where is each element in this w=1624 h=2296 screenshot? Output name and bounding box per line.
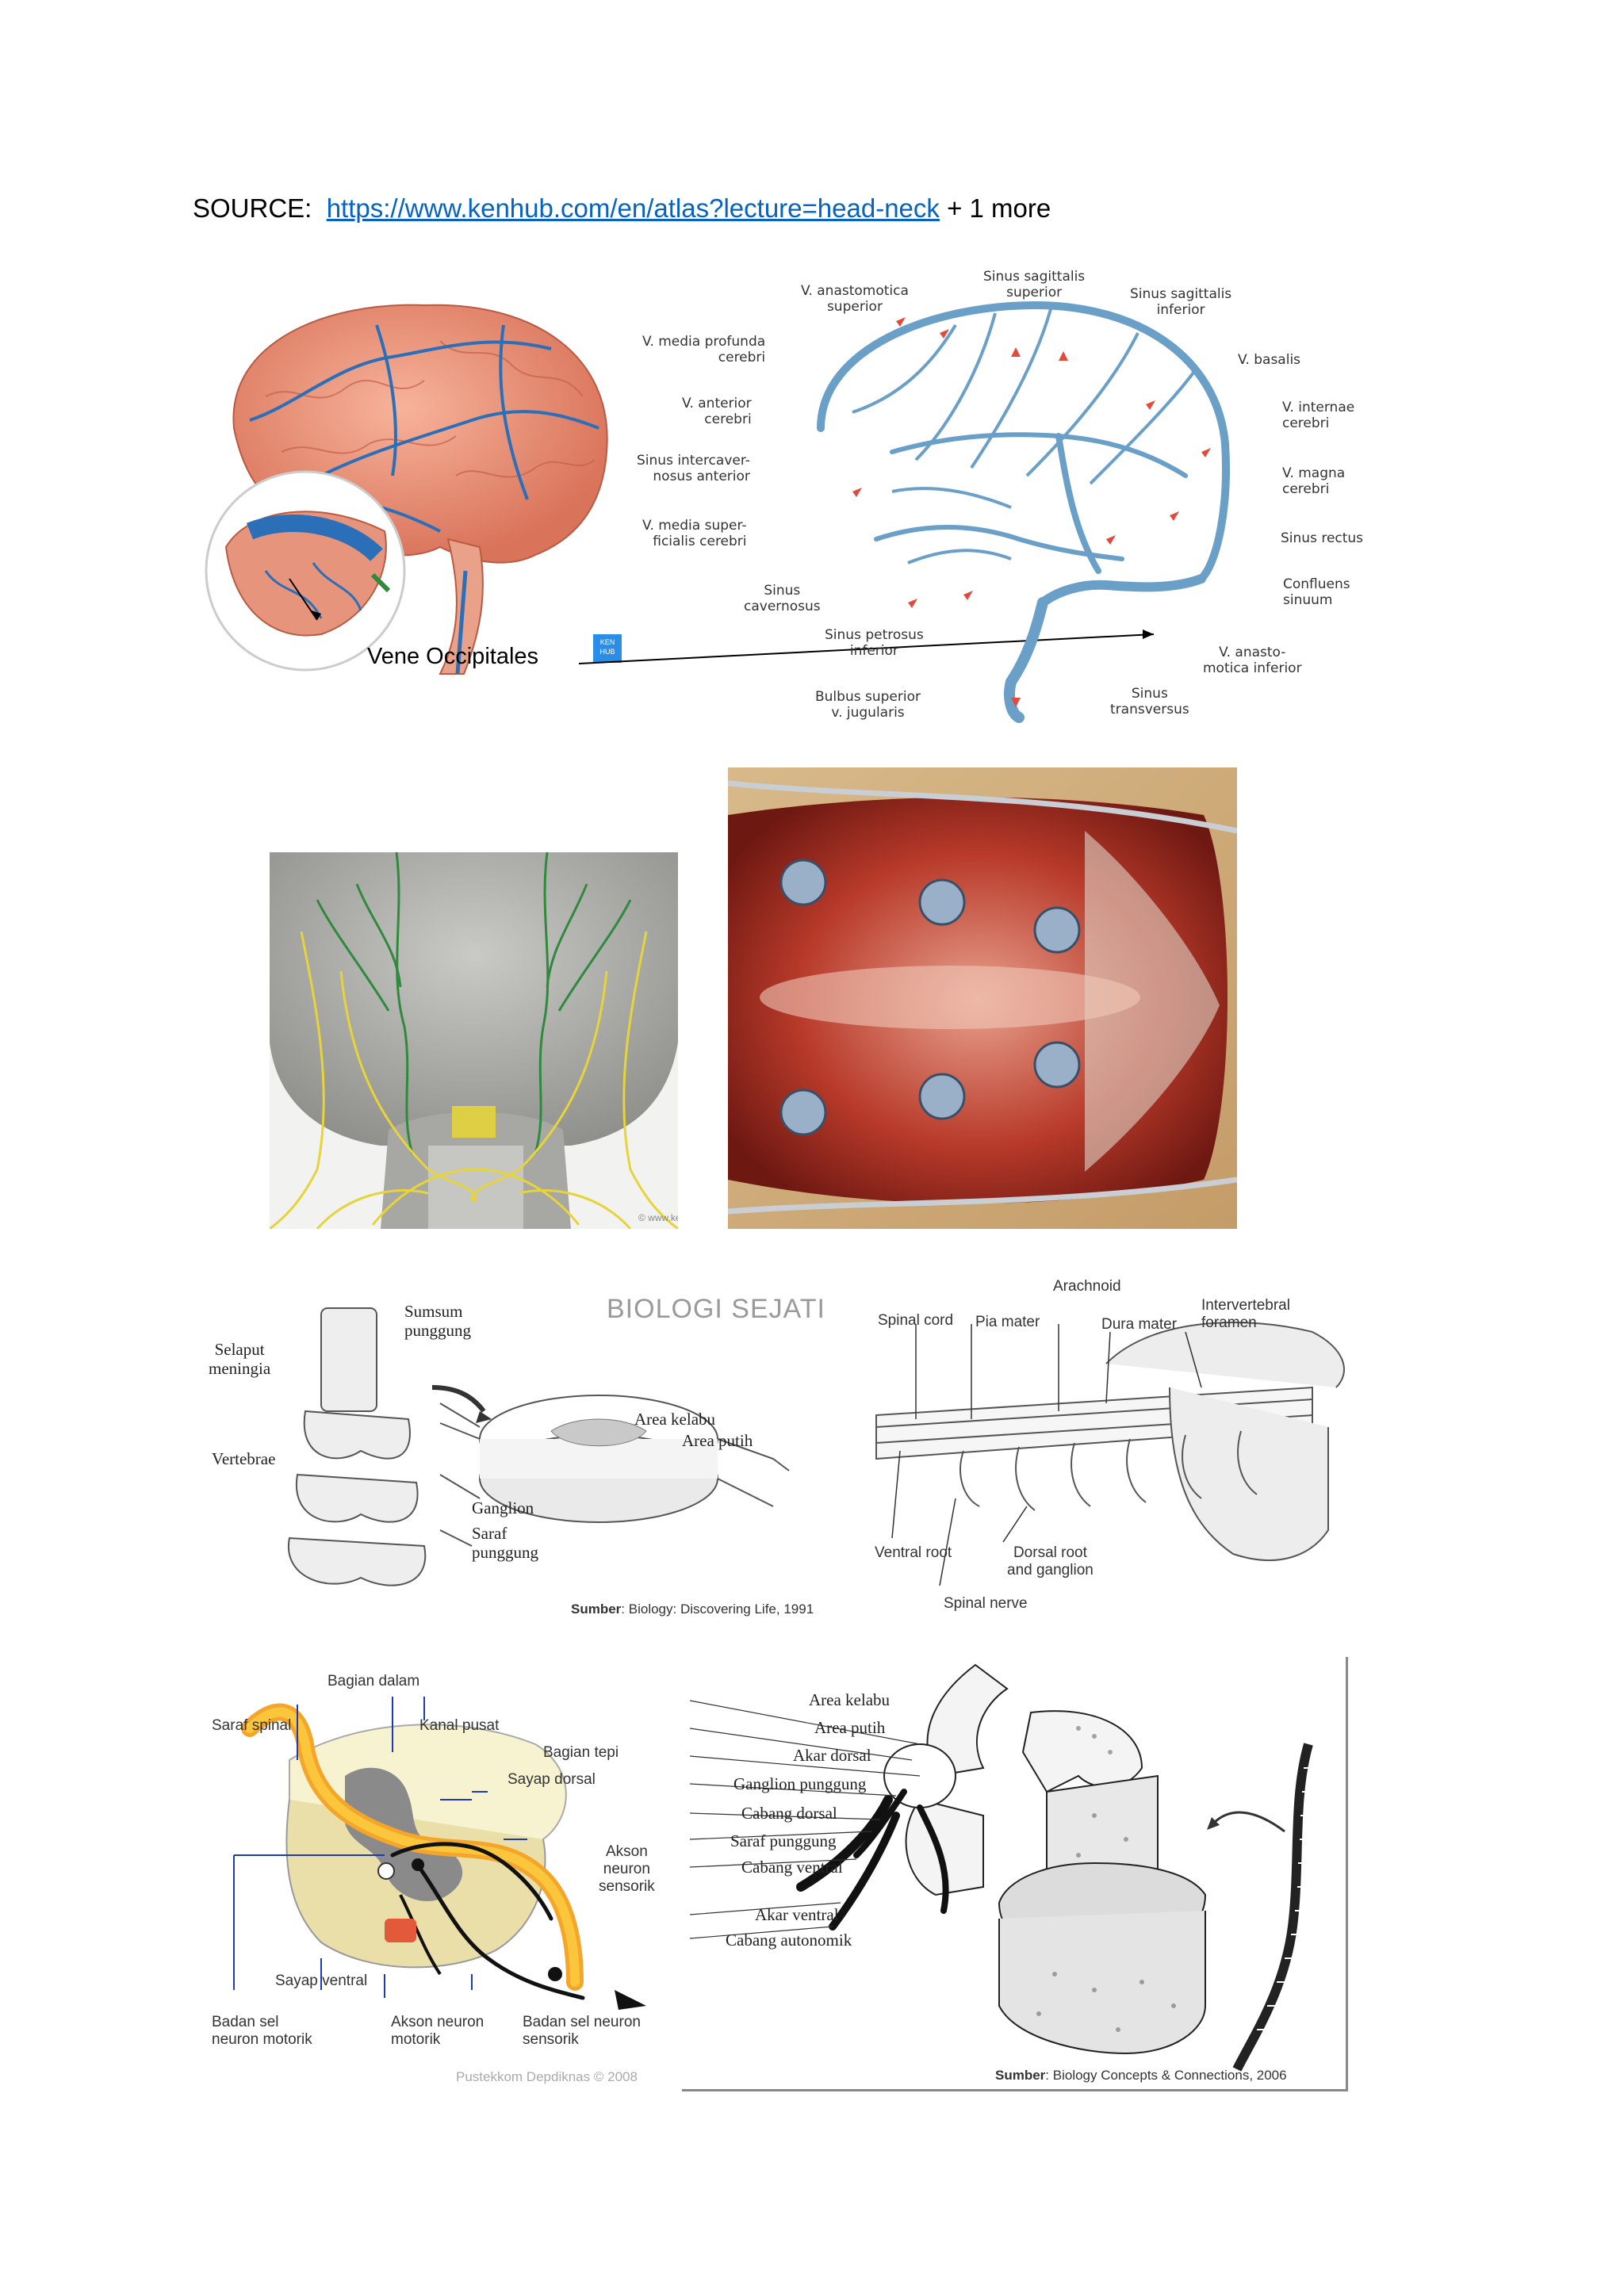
- figure-spinal-cross-section: Bagian dalam Saraf spinal Kanal pusat Ba…: [202, 1657, 1360, 2101]
- label-sayap-dorsal: Sayap dorsal: [508, 1771, 596, 1788]
- label-akar-dorsal: Akar dorsal: [793, 1746, 871, 1765]
- label-v-anastomotica-inferior: V. anasto- motica inferior: [1203, 645, 1302, 676]
- source-link[interactable]: https://www.kenhub.com/en/atlas?lecture=…: [326, 193, 940, 223]
- label-area-kelabu-right: Area kelabu: [809, 1690, 891, 1709]
- surgical-photo: [728, 767, 1237, 1229]
- label-saraf-spinal: Saraf spinal: [212, 1717, 292, 1734]
- label-saraf-punggung-right: Saraf punggung: [730, 1831, 837, 1850]
- label-akson-neuron-motorik: Akson neuron motorik: [391, 2014, 485, 2048]
- label-v-anastomotica-superior: V. anastomotica superior: [801, 283, 909, 315]
- label-intervertebral-foramen: Intervertebral foramen: [1201, 1297, 1290, 1331]
- label-v-media-profunda: V. media profunda cerebri: [642, 334, 766, 365]
- label-sayap-ventral: Sayap ventral: [275, 1973, 368, 1989]
- label-spinal-nerve: Spinal nerve: [944, 1595, 1028, 1612]
- callout-vene-occipitales: Vene Occipitales: [367, 644, 539, 669]
- credit-biology-concepts: Sumber: Biology Concepts & Connections, …: [995, 2068, 1287, 2084]
- label-ganglion-punggung: Ganglion punggung: [733, 1774, 867, 1793]
- kenhub-badge-text: KEN HUB: [599, 638, 615, 656]
- label-v-media-superficialis: V. media super- ficialis cerebri: [642, 518, 747, 549]
- label-sinus-cavernosus: Sinus cavernosus: [744, 583, 821, 614]
- credit-biology-discovering-life: Sumber: Biology: Discovering Life, 1991: [571, 1601, 814, 1617]
- label-area-putih-right: Area putih: [814, 1718, 886, 1737]
- brain-illustration: [205, 304, 608, 675]
- credit-pustekkom: Pustekkom Depdiknas © 2008: [456, 2069, 638, 2084]
- label-badan-sel-sensorik: Badan sel neuron sensorik: [523, 2014, 641, 2048]
- label-badan-sel-motorik: Badan sel neuron motorik: [212, 2014, 312, 2048]
- label-dura-mater: Dura mater: [1101, 1316, 1178, 1333]
- label-akar-ventral: Akar ventral: [755, 1905, 839, 1924]
- figure4-right-frame: [682, 1657, 1348, 2091]
- label-vertebrae: Vertebrae: [212, 1449, 276, 1468]
- spinal-cord-left-illustration: [287, 1307, 790, 1586]
- label-area-putih: Area putih: [682, 1431, 753, 1450]
- label-cabang-dorsal: Cabang dorsal: [741, 1804, 837, 1823]
- label-ganglion: Ganglion: [472, 1498, 534, 1517]
- figure-occipital-nerves: © www.kenhub.com: [270, 852, 678, 1229]
- figure-spinal-cord-overview: BIOLOGI SEJATI Sumsum punggung Selaput m…: [202, 1269, 1376, 1633]
- credit-bold-2: Sumber: [995, 2068, 1046, 2083]
- label-akson-neuron-sensorik: Akson neuron sensorik: [599, 1843, 655, 1895]
- credit-bold: Sumber: [571, 1601, 622, 1617]
- label-confluens-sinuum: Confluens sinuum: [1283, 576, 1350, 608]
- venous-sinus-diagram: [817, 300, 1230, 723]
- credit-text: : Biology: Discovering Life, 1991: [621, 1601, 814, 1617]
- occipital-skull-illustration: © www.kenhub.com: [270, 852, 678, 1229]
- biologi-sejati-heading: BIOLOGI SEJATI: [607, 1294, 825, 1324]
- label-cabang-ventral: Cabang ventral: [741, 1858, 843, 1877]
- source-prefix: SOURCE:: [193, 193, 312, 223]
- label-arachnoid: Arachnoid: [1053, 1278, 1121, 1295]
- label-bagian-dalam: Bagian dalam: [327, 1673, 420, 1689]
- label-sinus-sagittalis-superior: Sinus sagittalis superior: [983, 270, 1086, 300]
- kenhub-watermark: © www.kenhub.com: [638, 1212, 678, 1223]
- kenhub-badge: KEN HUB: [593, 634, 622, 663]
- source-line: SOURCE: https://www.kenhub.com/en/atlas?…: [193, 193, 1051, 224]
- label-kanal-pusat: Kanal pusat: [419, 1717, 500, 1734]
- label-cabang-autonomik: Cabang autonomik: [726, 1931, 852, 1950]
- label-v-internae-cerebri: V. internae cerebri: [1282, 400, 1355, 431]
- credit-text-2: : Biology Concepts & Connections, 2006: [1045, 2068, 1287, 2083]
- source-suffix: + 1 more: [947, 193, 1051, 223]
- label-sinus-petrosus-inferior: Sinus petrosus inferior: [825, 627, 924, 659]
- figure-cerebral-veins: Vene Occipitales KEN HUB: [202, 270, 1376, 737]
- label-dorsal-root: Dorsal root and ganglion: [1007, 1544, 1094, 1578]
- label-spinal-cord: Spinal cord: [878, 1312, 954, 1329]
- label-sinus-transversus: Sinus transversus: [1110, 686, 1189, 718]
- label-pia-mater: Pia mater: [975, 1314, 1040, 1330]
- label-v-magna-cerebri: V. magna cerebri: [1282, 465, 1346, 497]
- label-sinus-intercavernosus: Sinus intercaver- nosus anterior: [637, 453, 750, 484]
- label-bulbus-superior: Bulbus superior v. jugularis: [815, 689, 921, 721]
- spinal-meninges-illustration: [875, 1322, 1345, 1586]
- label-sumsum-punggung: Sumsum punggung: [404, 1302, 471, 1341]
- label-area-kelabu: Area kelabu: [634, 1410, 716, 1429]
- label-sinus-sagittalis-inferior: Sinus sagittalis inferior: [1130, 286, 1232, 318]
- vertebra-nerve-illustration: [689, 1663, 1313, 2072]
- spinal-cross-section-left: [233, 1697, 646, 2010]
- label-sinus-rectus: Sinus rectus: [1281, 530, 1364, 546]
- figure-surgical-photo: [728, 767, 1237, 1229]
- label-selaput-meningia: Selaput meningia: [209, 1340, 271, 1379]
- label-v-anterior-cerebri: V. anterior cerebri: [682, 396, 752, 427]
- label-v-basalis: V. basalis: [1238, 352, 1301, 368]
- label-bagian-tepi: Bagian tepi: [543, 1744, 619, 1761]
- label-ventral-root: Ventral root: [875, 1544, 952, 1561]
- label-saraf-punggung: Saraf punggung: [472, 1524, 538, 1563]
